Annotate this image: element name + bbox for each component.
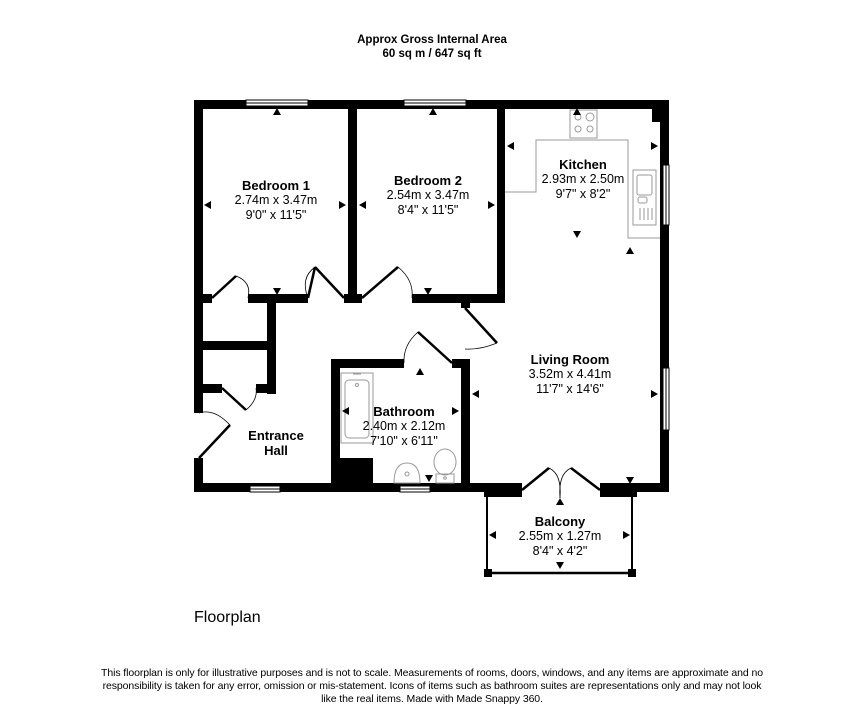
room-label-kitchen: Kitchen 2.93m x 2.50m 9'7" x 8'2"	[542, 157, 625, 202]
room-name-line-1: Entrance	[248, 428, 304, 443]
room-name-line-2: Hall	[264, 443, 288, 458]
room-name: Bedroom 2	[394, 173, 462, 188]
room-dimension-metric: 3.52m x 4.41m	[528, 367, 612, 381]
area-value: 60 sq m / 647 sq ft	[382, 48, 482, 60]
room-name: Bathroom	[373, 404, 435, 419]
room-label-bathroom: Bathroom 2.40m x 2.12m 7'10" x 6'11"	[363, 404, 446, 449]
room-label-living-room: Living Room 3.52m x 4.41m 11'7" x 14'6"	[529, 352, 612, 397]
room-dimension-imperial: 8'4" x 11'5"	[397, 203, 459, 217]
sink-icon	[632, 169, 657, 226]
floor-label: Floorplan	[194, 609, 261, 626]
room-name: Living Room	[530, 352, 610, 367]
area-title: Approx Gross Internal Area	[357, 34, 507, 46]
toilet-icon	[433, 448, 457, 484]
room-dimension-metric: 2.54m x 3.47m	[386, 188, 470, 202]
room-dimension-metric: 2.93m x 2.50m	[541, 172, 625, 186]
door-swing-icon	[198, 266, 601, 491]
walls	[194, 100, 669, 497]
room-label-bedroom-2: Bedroom 2 2.54m x 3.47m 8'4" x 11'5"	[387, 173, 470, 218]
door-arc-icon	[198, 266, 572, 499]
room-dimension-imperial: 9'7" x 8'2"	[555, 187, 611, 201]
room-dimension-imperial: 11'7" x 14'6"	[536, 382, 604, 396]
room-name: Kitchen	[559, 157, 607, 172]
balcony-outline	[486, 497, 633, 575]
room-name: Bedroom 1	[242, 178, 310, 193]
bath-icon	[340, 372, 374, 444]
room-dimension-imperial: 8'4" x 4'2"	[532, 544, 588, 558]
disclaimer-text: This floorplan is only for illustrative …	[101, 667, 763, 705]
room-name: Balcony	[534, 514, 586, 529]
room-dimension-metric: 2.55m x 1.27m	[518, 529, 602, 543]
room-label-bedroom-1: Bedroom 1 2.74m x 3.47m 9'0" x 11'5"	[235, 178, 318, 223]
dimension-arrow-icon	[204, 108, 658, 569]
window-icon	[245, 99, 670, 493]
kitchen-counter	[505, 139, 660, 239]
room-dimension-imperial: 7'10" x 6'11"	[370, 434, 438, 448]
basin-icon	[393, 462, 421, 484]
room-dimension-metric: 2.40m x 2.12m	[362, 419, 446, 433]
area-header: Approx Gross Internal Area 60 sq m / 647…	[0, 33, 864, 61]
room-label-entrance-hall: Entrance Hall	[248, 428, 304, 458]
room-label-balcony: Balcony 2.55m x 1.27m 8'4" x 4'2"	[519, 514, 602, 559]
room-dimension-imperial: 9'0" x 11'5"	[245, 208, 307, 222]
room-dimension-metric: 2.74m x 3.47m	[234, 193, 318, 207]
